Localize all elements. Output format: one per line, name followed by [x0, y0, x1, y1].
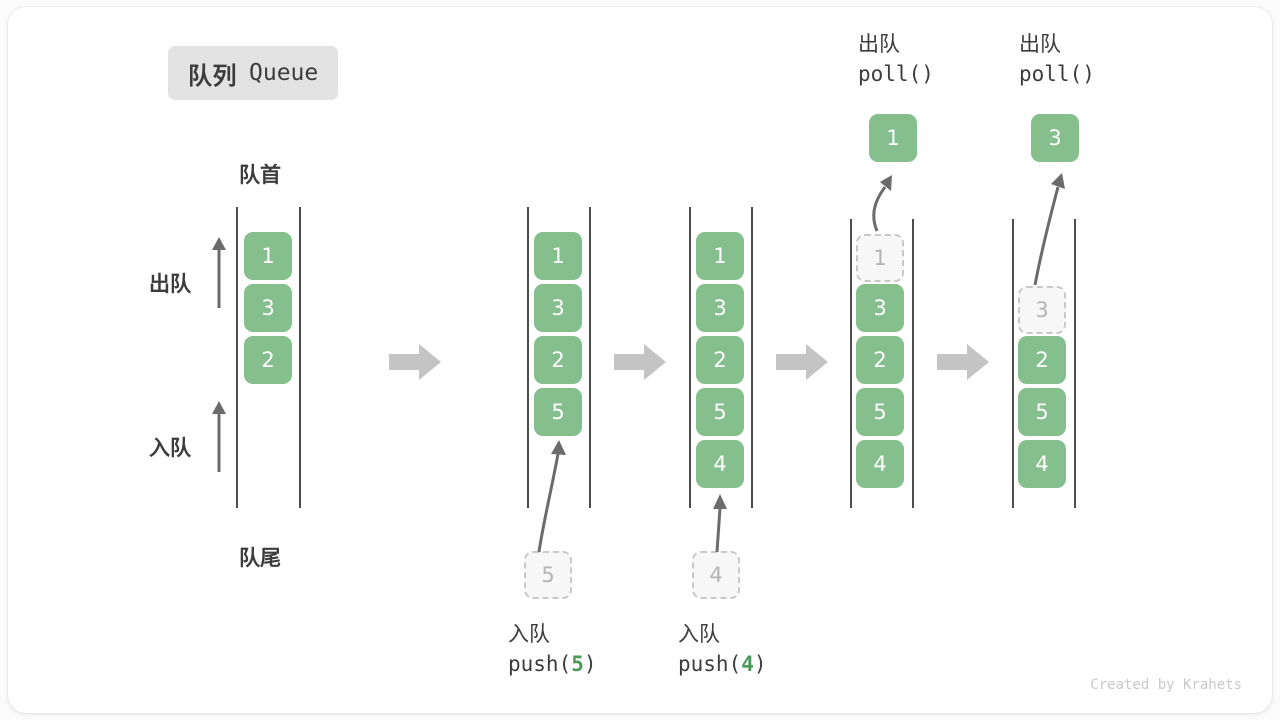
push-curve-arrow-icon — [700, 486, 750, 560]
flow-arrow-icon — [776, 342, 828, 386]
rail-left-stage-2 — [527, 207, 529, 508]
queue-box-new: 4 — [696, 440, 744, 488]
queue-box: 2 — [1018, 336, 1066, 384]
op-label-line2: poll() — [858, 61, 934, 86]
queue-box: 3 — [856, 284, 904, 332]
flow-arrow-icon — [937, 342, 989, 386]
title-badge: 队列 Queue — [168, 46, 339, 100]
popped-box: 3 — [1031, 114, 1079, 162]
flow-arrow-icon — [614, 342, 666, 386]
rail-right-stage-5 — [1074, 219, 1076, 508]
op-label-line2: poll() — [1019, 61, 1095, 86]
push-curve-arrow-icon — [519, 432, 589, 561]
queue-box: 5 — [856, 388, 904, 436]
queue-box: 2 — [534, 336, 582, 384]
queue-box: 5 — [696, 388, 744, 436]
queue-box: 1 — [244, 232, 292, 280]
label-queue-rear: 队尾 — [239, 546, 281, 570]
enqueue-up-arrow-icon — [208, 400, 230, 476]
op-label-line1: 出队 — [858, 32, 900, 56]
rail-left-stage-3 — [689, 207, 691, 508]
queue-box: 3 — [696, 284, 744, 332]
op-label-poll-3: 出队 poll() — [1019, 30, 1095, 90]
op-label-line1: 入队 — [678, 622, 720, 646]
label-enqueue: 入队 — [149, 436, 191, 460]
queue-box-new: 5 — [534, 388, 582, 436]
op-label-push-5: 入队 push(5) — [508, 620, 597, 680]
poll-curve-arrow-icon — [1005, 165, 1075, 294]
queue-box: 4 — [1018, 440, 1066, 488]
title-english: Queue — [249, 60, 319, 86]
queue-box: 4 — [856, 440, 904, 488]
op-label-line2: push(4) — [678, 651, 767, 676]
queue-box: 5 — [1018, 388, 1066, 436]
ghost-box: 5 — [524, 551, 572, 599]
queue-box: 1 — [696, 232, 744, 280]
op-label-line2: push(5) — [508, 651, 597, 676]
queue-box: 3 — [534, 284, 582, 332]
flow-arrow-icon — [389, 342, 441, 386]
title-chinese: 队列 — [188, 61, 237, 90]
op-label-line1: 入队 — [508, 622, 550, 646]
popped-box: 1 — [869, 114, 917, 162]
op-label-push-4: 入队 push(4) — [678, 620, 767, 680]
rail-right-stage-1 — [299, 207, 301, 508]
ghost-box: 1 — [856, 234, 904, 282]
label-dequeue: 出队 — [149, 272, 191, 296]
queue-box: 1 — [534, 232, 582, 280]
rail-left-stage-1 — [236, 207, 238, 508]
rail-left-stage-5 — [1012, 219, 1014, 508]
poll-curve-arrow-icon — [845, 165, 905, 239]
rail-right-stage-3 — [751, 207, 753, 508]
ghost-box: 3 — [1018, 286, 1066, 334]
rail-left-stage-4 — [850, 219, 852, 508]
dequeue-up-arrow-icon — [208, 236, 230, 312]
rail-right-stage-4 — [912, 219, 914, 508]
queue-box: 2 — [244, 336, 292, 384]
label-queue-front: 队首 — [239, 163, 281, 187]
queue-box: 2 — [696, 336, 744, 384]
queue-box: 2 — [856, 336, 904, 384]
op-label-line1: 出队 — [1019, 32, 1061, 56]
credit-text: Created by Krahets — [1090, 677, 1242, 693]
ghost-box: 4 — [692, 551, 740, 599]
rail-right-stage-2 — [589, 207, 591, 508]
op-label-poll-1: 出队 poll() — [858, 30, 934, 90]
queue-box: 3 — [244, 284, 292, 332]
